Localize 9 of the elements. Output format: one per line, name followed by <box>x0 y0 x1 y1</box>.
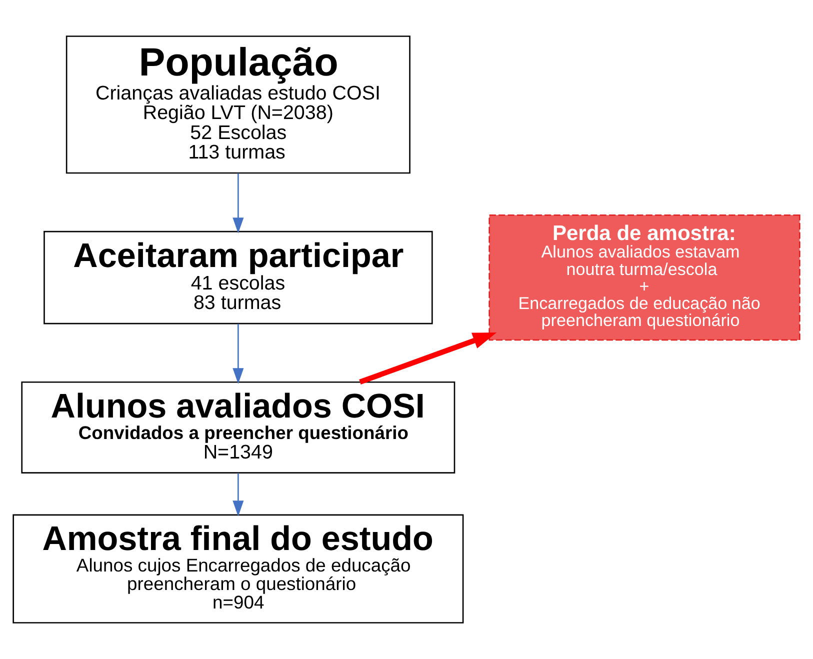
arrow <box>232 324 244 384</box>
node-box: Perda de amostra: Alunos avaliados estavam noutra turma/escola + Encarregados de educação não preencheram questionário <box>488 214 800 341</box>
node-box: População Crianças avaliadas estudo COSI Região LVT (N=2038) 52 Escolas 113 turmas <box>66 36 410 174</box>
node-box: Amostra final do estudo Alunos cujos Encarregados de educação preencheram o questionário n=904 <box>12 514 464 624</box>
arrow <box>232 473 244 516</box>
arrow <box>359 332 497 384</box>
node-box: Aceitaram participar 41 escolas 83 turmas <box>44 230 433 324</box>
node-box: Alunos avaliados COSI Convidados a preencher questionário N=1349 <box>21 381 456 474</box>
arrow <box>232 173 244 234</box>
